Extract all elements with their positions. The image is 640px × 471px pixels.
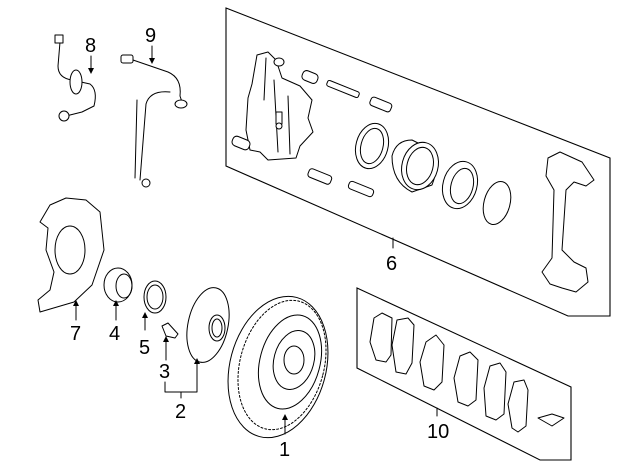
brake-hose [57,41,96,117]
caliper-body [245,51,314,161]
brake-pad-5 [483,362,507,421]
caliper-pin-2 [307,168,333,185]
brake-pad-2 [391,317,415,375]
brake-rotor-group[interactable]: 1 [213,285,343,461]
abs-sensor-group[interactable]: 9 [120,25,188,188]
splash-shield-group[interactable]: 7 [37,197,105,345]
callout-4[interactable]: 4 [109,323,120,345]
brake-pad-6 [507,379,529,433]
brake-pad-4 [453,351,479,407]
brake-rotor [227,295,329,439]
hub-flange [186,287,230,363]
callout-10[interactable]: 10 [427,421,449,443]
caliper-assembly-group[interactable]: 6 [225,7,611,317]
brake-pad-1 [369,312,393,363]
snap-ring [143,280,167,314]
pad-shim [537,413,565,427]
callout-5[interactable]: 5 [139,337,150,359]
callout-9[interactable]: 9 [145,25,156,47]
retaining-ring [482,180,512,226]
caliper-bracket [541,151,595,293]
brake-pad-3 [419,334,445,391]
piston-seal [354,122,390,170]
splash-shield [37,197,105,313]
abs-wire [132,59,183,103]
callout-2[interactable]: 2 [175,401,186,423]
caliper-pin-3 [347,180,375,198]
hub-group[interactable]: 3 2 [159,284,235,423]
brake-hose-group[interactable]: 8 [54,34,96,122]
snap-ring-group[interactable]: 5 [139,280,167,359]
caliper-pin-boot [301,70,319,84]
callout-1[interactable]: 1 [279,439,290,461]
wheel-bearing-group[interactable]: 4 [103,267,133,345]
caliper-guide-pin [326,79,360,99]
brake-pad-group[interactable]: 10 [356,287,572,461]
wheel-stud [161,322,179,339]
callout-8[interactable]: 8 [85,35,96,57]
callout-6[interactable]: 6 [386,253,397,275]
abs-connector [120,54,134,64]
callout-3[interactable]: 3 [159,361,170,383]
callout-7[interactable]: 7 [70,323,81,345]
caliper-bolt [369,96,393,113]
bleeder-cap [231,135,251,151]
